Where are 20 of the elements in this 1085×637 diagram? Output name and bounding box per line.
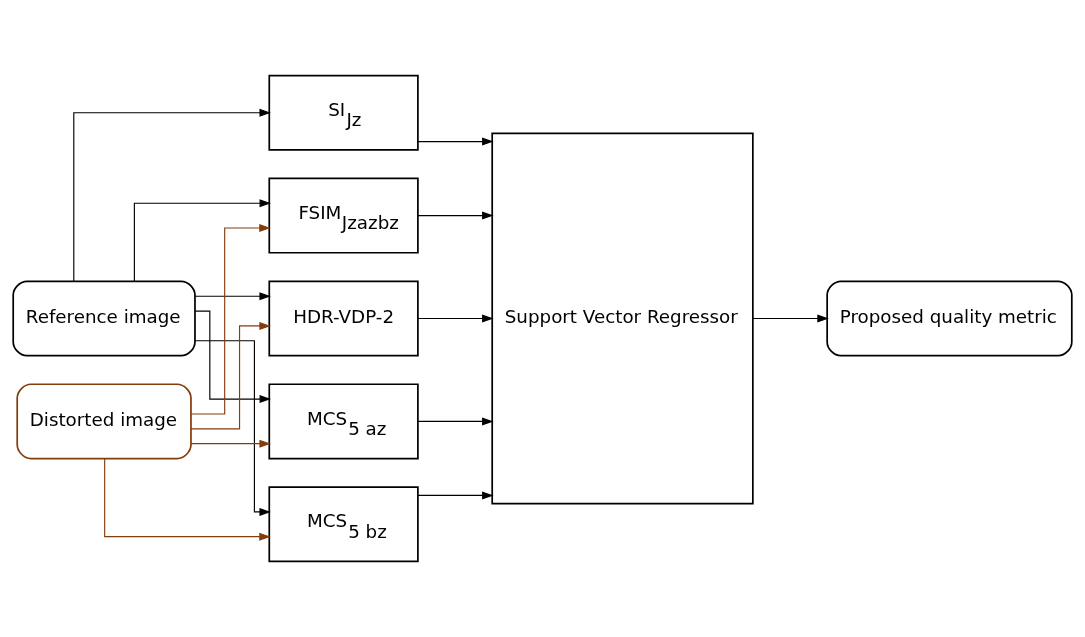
arrow xyxy=(104,458,271,541)
node-box: Reference image xyxy=(12,280,196,357)
arrow xyxy=(194,340,271,516)
arrow xyxy=(190,439,271,448)
arrow xyxy=(417,491,494,500)
arrow xyxy=(417,211,494,220)
arrow xyxy=(73,108,271,282)
arrow xyxy=(752,314,829,323)
node-box: Proposed quality metric xyxy=(826,280,1073,357)
arrow xyxy=(194,310,271,404)
arrow xyxy=(194,292,271,301)
arrow xyxy=(417,417,494,426)
arrow xyxy=(190,224,271,415)
arrow xyxy=(417,314,494,323)
arrow xyxy=(417,137,494,146)
node-box: Distorted image xyxy=(16,383,192,460)
node-box: Support Vector Regressor xyxy=(491,132,754,505)
arrow xyxy=(190,321,271,430)
node-box: HDR-VDP-2 xyxy=(268,280,419,357)
arrow xyxy=(133,199,271,282)
